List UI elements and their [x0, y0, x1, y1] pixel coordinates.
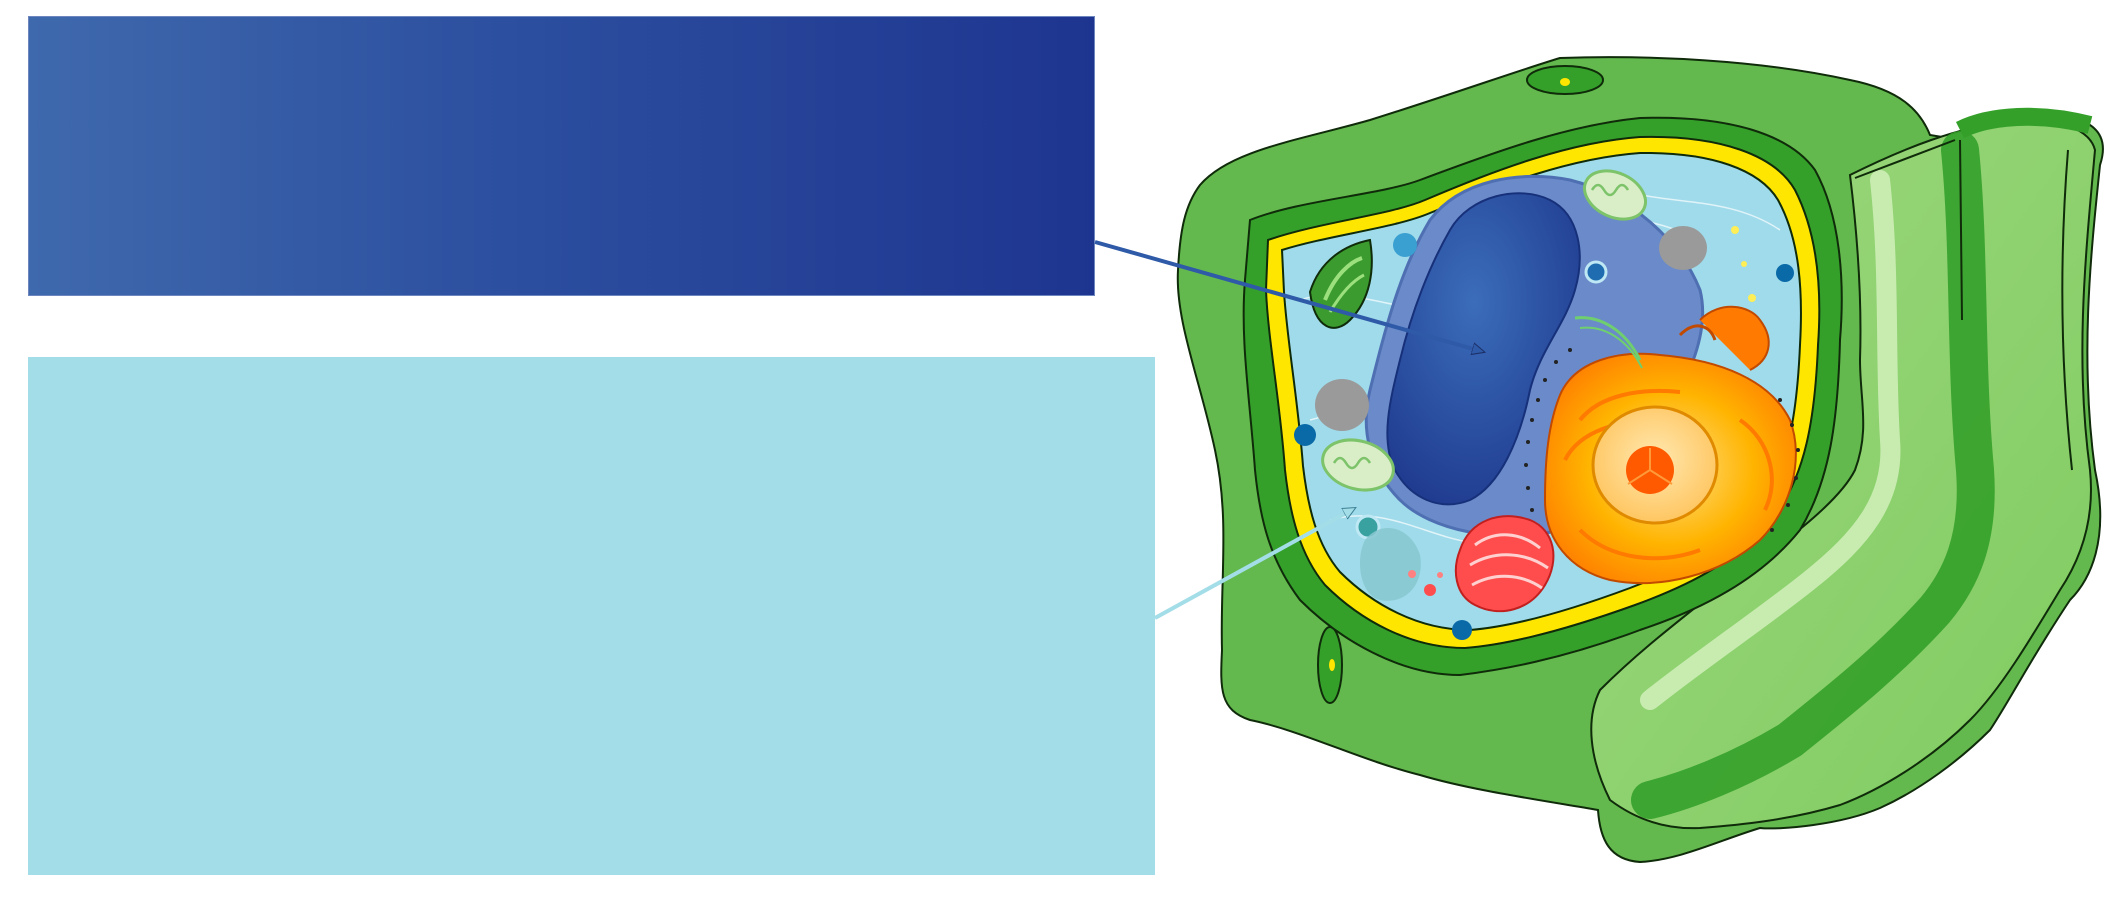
endoplasmic-reticulum [1543, 305, 1797, 584]
mitochondrion [1321, 438, 1395, 492]
cell-membrane [1264, 135, 1821, 650]
pit [1526, 65, 1604, 95]
cytoplasm [1280, 151, 1802, 632]
vacuole [1364, 174, 1705, 538]
bottom-pointer-arrow [1154, 506, 1355, 620]
mitochondrion [1583, 169, 1647, 221]
nucleolus [1591, 405, 1719, 525]
cell-wall-section [1590, 118, 2097, 830]
top-label-box[interactable] [28, 16, 1095, 296]
top-pointer-arrow [1094, 240, 1484, 352]
chloroplast [1308, 238, 1373, 329]
nucleus [1386, 192, 1581, 506]
bottom-label-box[interactable] [28, 357, 1155, 875]
pit [1317, 626, 1343, 704]
golgi-apparatus [1408, 515, 1555, 613]
cell-wall [1176, 56, 2104, 864]
